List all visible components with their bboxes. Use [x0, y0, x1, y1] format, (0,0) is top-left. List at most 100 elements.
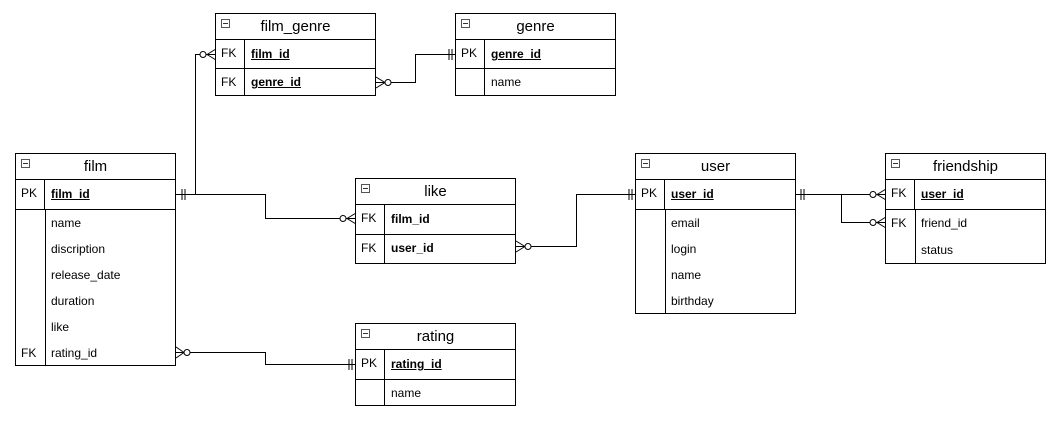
entity-row[interactable]: PK genre_id: [456, 40, 615, 69]
key-label: [16, 236, 45, 262]
key-label: PK: [456, 40, 485, 68]
entity-row[interactable]: email: [636, 210, 795, 236]
entity-row[interactable]: login: [636, 236, 795, 262]
entity-row[interactable]: discription: [16, 236, 175, 262]
entity-row[interactable]: PK user_id: [636, 180, 795, 210]
field-name: user_id: [671, 187, 714, 201]
key-label: FK: [886, 180, 915, 209]
entity-title: genre: [516, 18, 555, 35]
collapse-icon[interactable]: [221, 19, 230, 28]
field-name: genre_id: [491, 47, 542, 61]
entity-row[interactable]: FK rating_id: [16, 340, 175, 365]
rel-user-like: [515, 189, 636, 253]
key-label: [356, 380, 385, 405]
entity-header[interactable]: user: [636, 154, 795, 180]
field-name: login: [671, 242, 697, 256]
entity-like[interactable]: like FK film_id FK user_id: [355, 178, 516, 264]
entity-row[interactable]: like: [16, 314, 175, 340]
entity-row[interactable]: name: [636, 262, 795, 288]
field-name: rating_id: [391, 357, 442, 371]
rel-film-like: [195, 194, 357, 225]
key-label: [16, 314, 45, 340]
entity-header[interactable]: friendship: [886, 154, 1045, 180]
field-name: film_id: [51, 187, 90, 201]
entity-film[interactable]: film PK film_id name discription release…: [15, 153, 176, 366]
collapse-icon[interactable]: [361, 329, 370, 338]
attribute-list: email login name birthday: [636, 210, 795, 313]
field-name: name: [391, 386, 422, 400]
entity-row[interactable]: birthday: [636, 288, 795, 313]
entity-title: film_genre: [260, 18, 331, 35]
entity-row[interactable]: PK rating_id: [356, 350, 515, 380]
field-name: discription: [51, 242, 106, 256]
entity-friendship[interactable]: friendship FK user_id FK friend_id statu…: [885, 153, 1046, 264]
entity-row[interactable]: PK film_id: [16, 180, 175, 210]
key-label: [16, 210, 45, 236]
entity-row[interactable]: release_date: [16, 262, 175, 288]
entity-row[interactable]: duration: [16, 288, 175, 314]
rel-genre-film-genre: [375, 49, 456, 89]
collapse-icon[interactable]: [641, 159, 650, 168]
entity-header[interactable]: like: [356, 179, 515, 205]
collapse-icon[interactable]: [21, 159, 30, 168]
entity-row[interactable]: name: [456, 69, 615, 95]
field-name: friend_id: [921, 216, 968, 230]
entity-row[interactable]: FK user_id: [356, 235, 515, 263]
collapse-icon[interactable]: [461, 19, 470, 28]
entity-row[interactable]: name: [16, 210, 175, 236]
entity-title: rating: [416, 328, 455, 345]
rel-film-film-genre: [176, 48, 217, 200]
key-label: [886, 237, 915, 263]
field-name: rating_id: [51, 346, 98, 360]
field-name: release_date: [51, 268, 121, 282]
field-name: like: [51, 320, 70, 334]
key-label: PK: [636, 180, 665, 209]
key-label: FK: [356, 205, 385, 234]
key-label: [16, 288, 45, 314]
entity-row[interactable]: FK film_id: [356, 205, 515, 235]
entity-row[interactable]: FK genre_id: [216, 69, 375, 95]
key-label: FK: [216, 69, 245, 95]
field-name: status: [921, 243, 954, 257]
entity-header[interactable]: genre: [456, 14, 615, 40]
collapse-icon[interactable]: [891, 159, 900, 168]
key-label: PK: [356, 350, 385, 379]
entity-header[interactable]: film_genre: [216, 14, 375, 40]
field-name: name: [671, 268, 702, 282]
entity-film-genre[interactable]: film_genre FK film_id FK genre_id: [215, 13, 376, 96]
entity-row[interactable]: FK film_id: [216, 40, 375, 69]
entity-row[interactable]: FK friend_id: [886, 210, 1045, 237]
entity-title: friendship: [932, 158, 999, 175]
key-label: FK: [21, 346, 37, 360]
entity-rating[interactable]: rating PK rating_id name: [355, 323, 516, 406]
entity-row[interactable]: status: [886, 237, 1045, 263]
field-name: user_id: [391, 241, 434, 255]
key-label: [456, 69, 485, 95]
attribute-list: FK friend_id status: [886, 210, 1045, 263]
collapse-icon[interactable]: [361, 184, 370, 193]
field-name: film_id: [391, 212, 430, 226]
entity-row[interactable]: name: [356, 380, 515, 405]
field-name: duration: [51, 294, 95, 308]
entity-user[interactable]: user PK user_id email login name birthda…: [635, 153, 796, 314]
entity-title: like: [424, 183, 447, 200]
key-label: FK: [356, 235, 385, 263]
entity-header[interactable]: rating: [356, 324, 515, 350]
field-name: name: [491, 75, 522, 89]
rel-rating-film: [175, 346, 356, 370]
entity-genre[interactable]: genre PK genre_id name: [455, 13, 616, 96]
entity-title: user: [700, 158, 731, 175]
field-name: user_id: [921, 187, 964, 201]
entity-title: film: [83, 158, 108, 175]
entity-header[interactable]: film: [16, 154, 175, 180]
field-name: email: [671, 216, 700, 230]
attribute-list: name discription release_date duration l…: [16, 210, 175, 365]
field-name: genre_id: [251, 75, 302, 89]
key-label: FK: [891, 216, 907, 230]
key-label: PK: [16, 180, 45, 209]
entity-row[interactable]: FK user_id: [886, 180, 1045, 210]
rel-user-friendship-friend: [841, 194, 887, 229]
field-name: film_id: [251, 47, 290, 61]
key-label: [16, 262, 45, 288]
